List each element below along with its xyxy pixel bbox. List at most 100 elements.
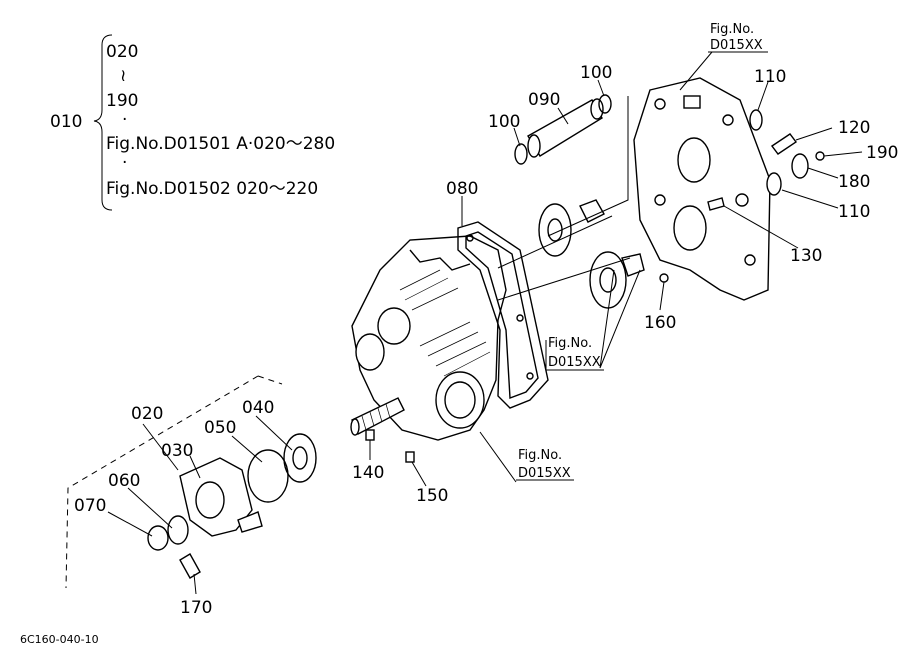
legend-dot-1: · xyxy=(122,110,127,130)
seal-060 xyxy=(167,515,189,545)
legend-ref-2: Fig.No.D01502 020～220 xyxy=(106,179,318,199)
callout-110-bottom: 110 xyxy=(838,202,870,222)
tube-end-left xyxy=(527,134,541,158)
cover-bore-lower xyxy=(673,205,707,251)
center-bearings xyxy=(497,199,669,309)
bolt-170 xyxy=(179,553,201,579)
bearing-040-inner xyxy=(292,446,308,470)
assembly-020-outline xyxy=(65,375,283,589)
case-ribs xyxy=(399,269,491,377)
leader-020 xyxy=(142,423,179,471)
cover-hole-1 xyxy=(654,98,666,110)
legend-range-tilde: ≀ xyxy=(120,66,126,86)
figref-bottom-line1: Fig.No. xyxy=(518,448,562,463)
oring-100-left xyxy=(514,143,528,165)
plug-160 xyxy=(659,273,669,283)
legend-dot-2: · xyxy=(122,153,127,173)
shaft-splines xyxy=(361,403,391,431)
cover-bore-upper xyxy=(677,137,711,183)
bearing-040 xyxy=(283,433,317,483)
center-lines xyxy=(497,215,631,301)
callout-090: 090 xyxy=(528,90,560,110)
cover-body xyxy=(633,77,771,301)
leader-120 xyxy=(795,127,833,141)
callout-040: 040 xyxy=(242,398,274,418)
snap-ring-070 xyxy=(147,525,169,551)
callout-170: 170 xyxy=(180,598,212,618)
callout-120: 120 xyxy=(838,118,870,138)
plug-150 xyxy=(405,451,415,463)
collar-upper xyxy=(579,199,605,223)
cover-hole-2 xyxy=(722,114,734,126)
output-shaft-end xyxy=(350,418,360,436)
legend-ref-1: Fig.No.D01501 A·020～280 xyxy=(106,134,335,154)
leader-figref-bottom xyxy=(479,431,517,483)
legend-brace xyxy=(93,34,113,211)
callout-130: 130 xyxy=(790,246,822,266)
nut-190 xyxy=(815,151,825,161)
callout-080: 080 xyxy=(446,179,478,199)
leader-050 xyxy=(231,435,263,463)
figure-references: Fig.No. D015XX Fig.No. D015XX Fig.No. D0… xyxy=(518,22,763,481)
bearing-lower-inner xyxy=(599,267,617,293)
leader-090 xyxy=(557,107,569,125)
tube-assembly xyxy=(514,94,612,165)
leader-040 xyxy=(255,415,293,451)
gasket-hole-3 xyxy=(526,372,534,380)
callout-100-left: 100 xyxy=(488,112,520,132)
pump-assembly xyxy=(147,429,415,579)
callout-050: 050 xyxy=(204,418,236,438)
case-bearing-inner xyxy=(444,381,476,419)
bearing-upper xyxy=(538,203,572,257)
leader-100b xyxy=(597,79,605,97)
legend-block: 010 020 ≀ 190 · Fig.No.D01501 A·020～280 … xyxy=(50,34,335,211)
cover-hole-5 xyxy=(735,193,749,207)
leader-150 xyxy=(411,461,427,487)
bearing-lower xyxy=(589,251,627,309)
callout-020: 020 xyxy=(131,404,163,424)
legend-range-end: 190 xyxy=(106,91,138,111)
case-bearing-bore xyxy=(435,371,485,429)
leader-190 xyxy=(823,151,863,157)
leader-060 xyxy=(127,487,173,529)
callout-160: 160 xyxy=(644,313,676,333)
callout-030: 030 xyxy=(161,441,193,461)
legend-group-label: 010 xyxy=(50,112,82,132)
oring-100-right xyxy=(598,94,612,114)
cover-hole-3 xyxy=(744,254,756,266)
callout-180: 180 xyxy=(838,172,870,192)
gasket-hole-2 xyxy=(516,314,524,322)
gasket-080 xyxy=(457,221,549,409)
case-top-edge xyxy=(409,249,471,271)
callout-110-top: 110 xyxy=(754,67,786,87)
figref-bottom-line2: D015XX xyxy=(518,466,571,481)
figref-mid-underline xyxy=(545,340,604,371)
gasket-inner xyxy=(465,231,539,399)
gasket-hole-1 xyxy=(466,234,474,242)
leader-figref-mid xyxy=(599,269,641,369)
leader-figref-top xyxy=(679,51,713,91)
collar-lower xyxy=(621,253,645,277)
gasket-outline xyxy=(457,221,549,409)
callouts: 020 030 040 050 060 070 080 090 100 100 … xyxy=(74,63,898,618)
tube-end-right xyxy=(590,98,604,120)
rear-cover xyxy=(633,77,825,301)
leader-110a xyxy=(757,81,769,111)
figref-top-line1: Fig.No. xyxy=(710,22,754,37)
case-port-left xyxy=(355,333,385,371)
callout-140: 140 xyxy=(352,463,384,483)
footer-code: 6C160-040-10 xyxy=(20,633,99,646)
leader-180 xyxy=(807,167,839,179)
figref-top-line2: D015XX xyxy=(710,38,763,53)
bolt-120 xyxy=(770,133,798,155)
callout-190: 190 xyxy=(866,143,898,163)
figref-mid-line1: Fig.No. xyxy=(548,336,592,351)
legend-range-start: 020 xyxy=(106,42,138,62)
callout-100-right: 100 xyxy=(580,63,612,83)
leader-160 xyxy=(659,281,665,311)
seal-110-lower xyxy=(766,172,782,196)
leader-lines xyxy=(107,51,863,595)
leader-cover-bracket xyxy=(547,96,629,237)
